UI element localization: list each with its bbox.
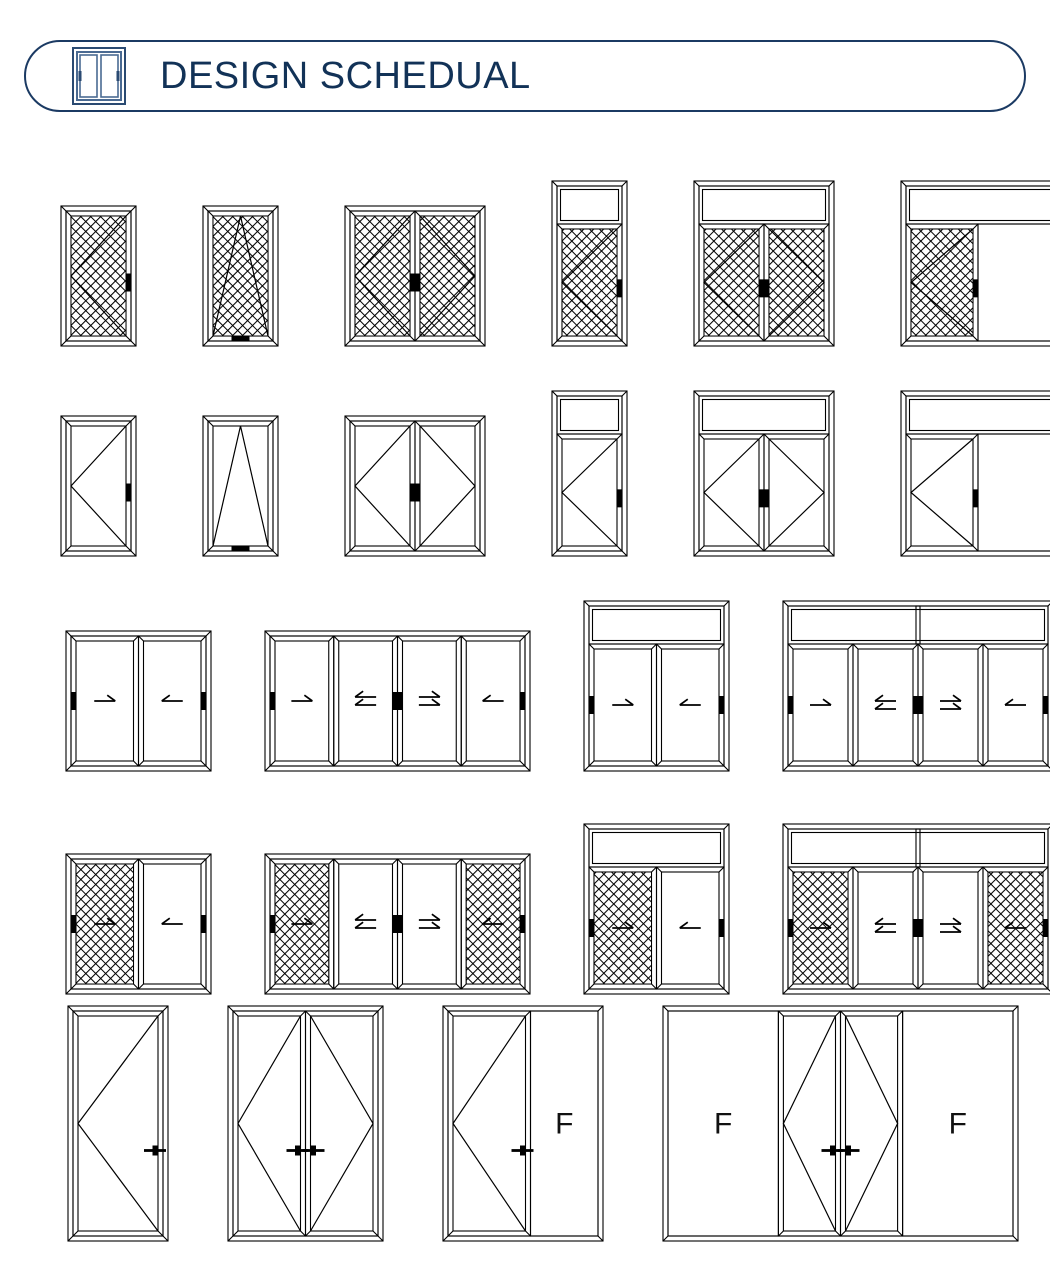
unit-four-panel-slider-transom[interactable]: [777, 595, 1050, 777]
unit-four-panel-slider[interactable]: [259, 625, 536, 777]
unit-double-casement[interactable]: [339, 410, 491, 562]
unit-single-casement-transom[interactable]: [546, 385, 633, 562]
unit-casement-plus-fixed-transom[interactable]: [895, 385, 1050, 562]
header-pill: DESIGN SCHEDUAL: [24, 40, 1026, 112]
unit-single-casement-screen[interactable]: [55, 200, 142, 352]
unit-double-swing-door[interactable]: [222, 1000, 389, 1247]
unit-two-panel-slider[interactable]: [60, 625, 217, 777]
unit-casement-screen-plus-fixed-transom[interactable]: [895, 175, 1050, 352]
drawing-row-casement-windows-with-screen: [55, 175, 1050, 352]
unit-double-casement-transom[interactable]: [688, 385, 840, 562]
svg-text:F: F: [949, 1108, 967, 1141]
unit-single-casement-screen-transom[interactable]: [546, 175, 633, 352]
unit-double-casement-screen-transom[interactable]: [688, 175, 840, 352]
drawing-row-casement-windows-plain: [55, 385, 1050, 562]
unit-two-panel-slider-screen[interactable]: [60, 848, 217, 1000]
unit-two-panel-slider-screen-transom[interactable]: [578, 818, 735, 1000]
unit-two-panel-slider-transom[interactable]: [578, 595, 735, 777]
sliding-window-icon: [72, 47, 126, 105]
unit-single-casement[interactable]: [55, 410, 142, 562]
unit-awning-casement-screen[interactable]: [197, 200, 284, 352]
page-title: DESIGN SCHEDUAL: [160, 54, 531, 97]
page-header: DESIGN SCHEDUAL: [24, 40, 1030, 118]
drawing-row-sliding-windows-with-screen: [60, 818, 1050, 1000]
svg-text:F: F: [714, 1108, 732, 1141]
unit-awning-casement[interactable]: [197, 410, 284, 562]
unit-single-swing-door-with-fixed[interactable]: F: [437, 1000, 609, 1247]
svg-text:F: F: [555, 1108, 573, 1141]
unit-four-panel-slider-screen[interactable]: [259, 848, 536, 1000]
drawing-row-sliding-windows-plain: [60, 595, 1050, 777]
unit-single-swing-door[interactable]: [62, 1000, 174, 1247]
unit-four-panel-slider-screen-transom[interactable]: [777, 818, 1050, 1000]
unit-double-casement-screen[interactable]: [339, 200, 491, 352]
